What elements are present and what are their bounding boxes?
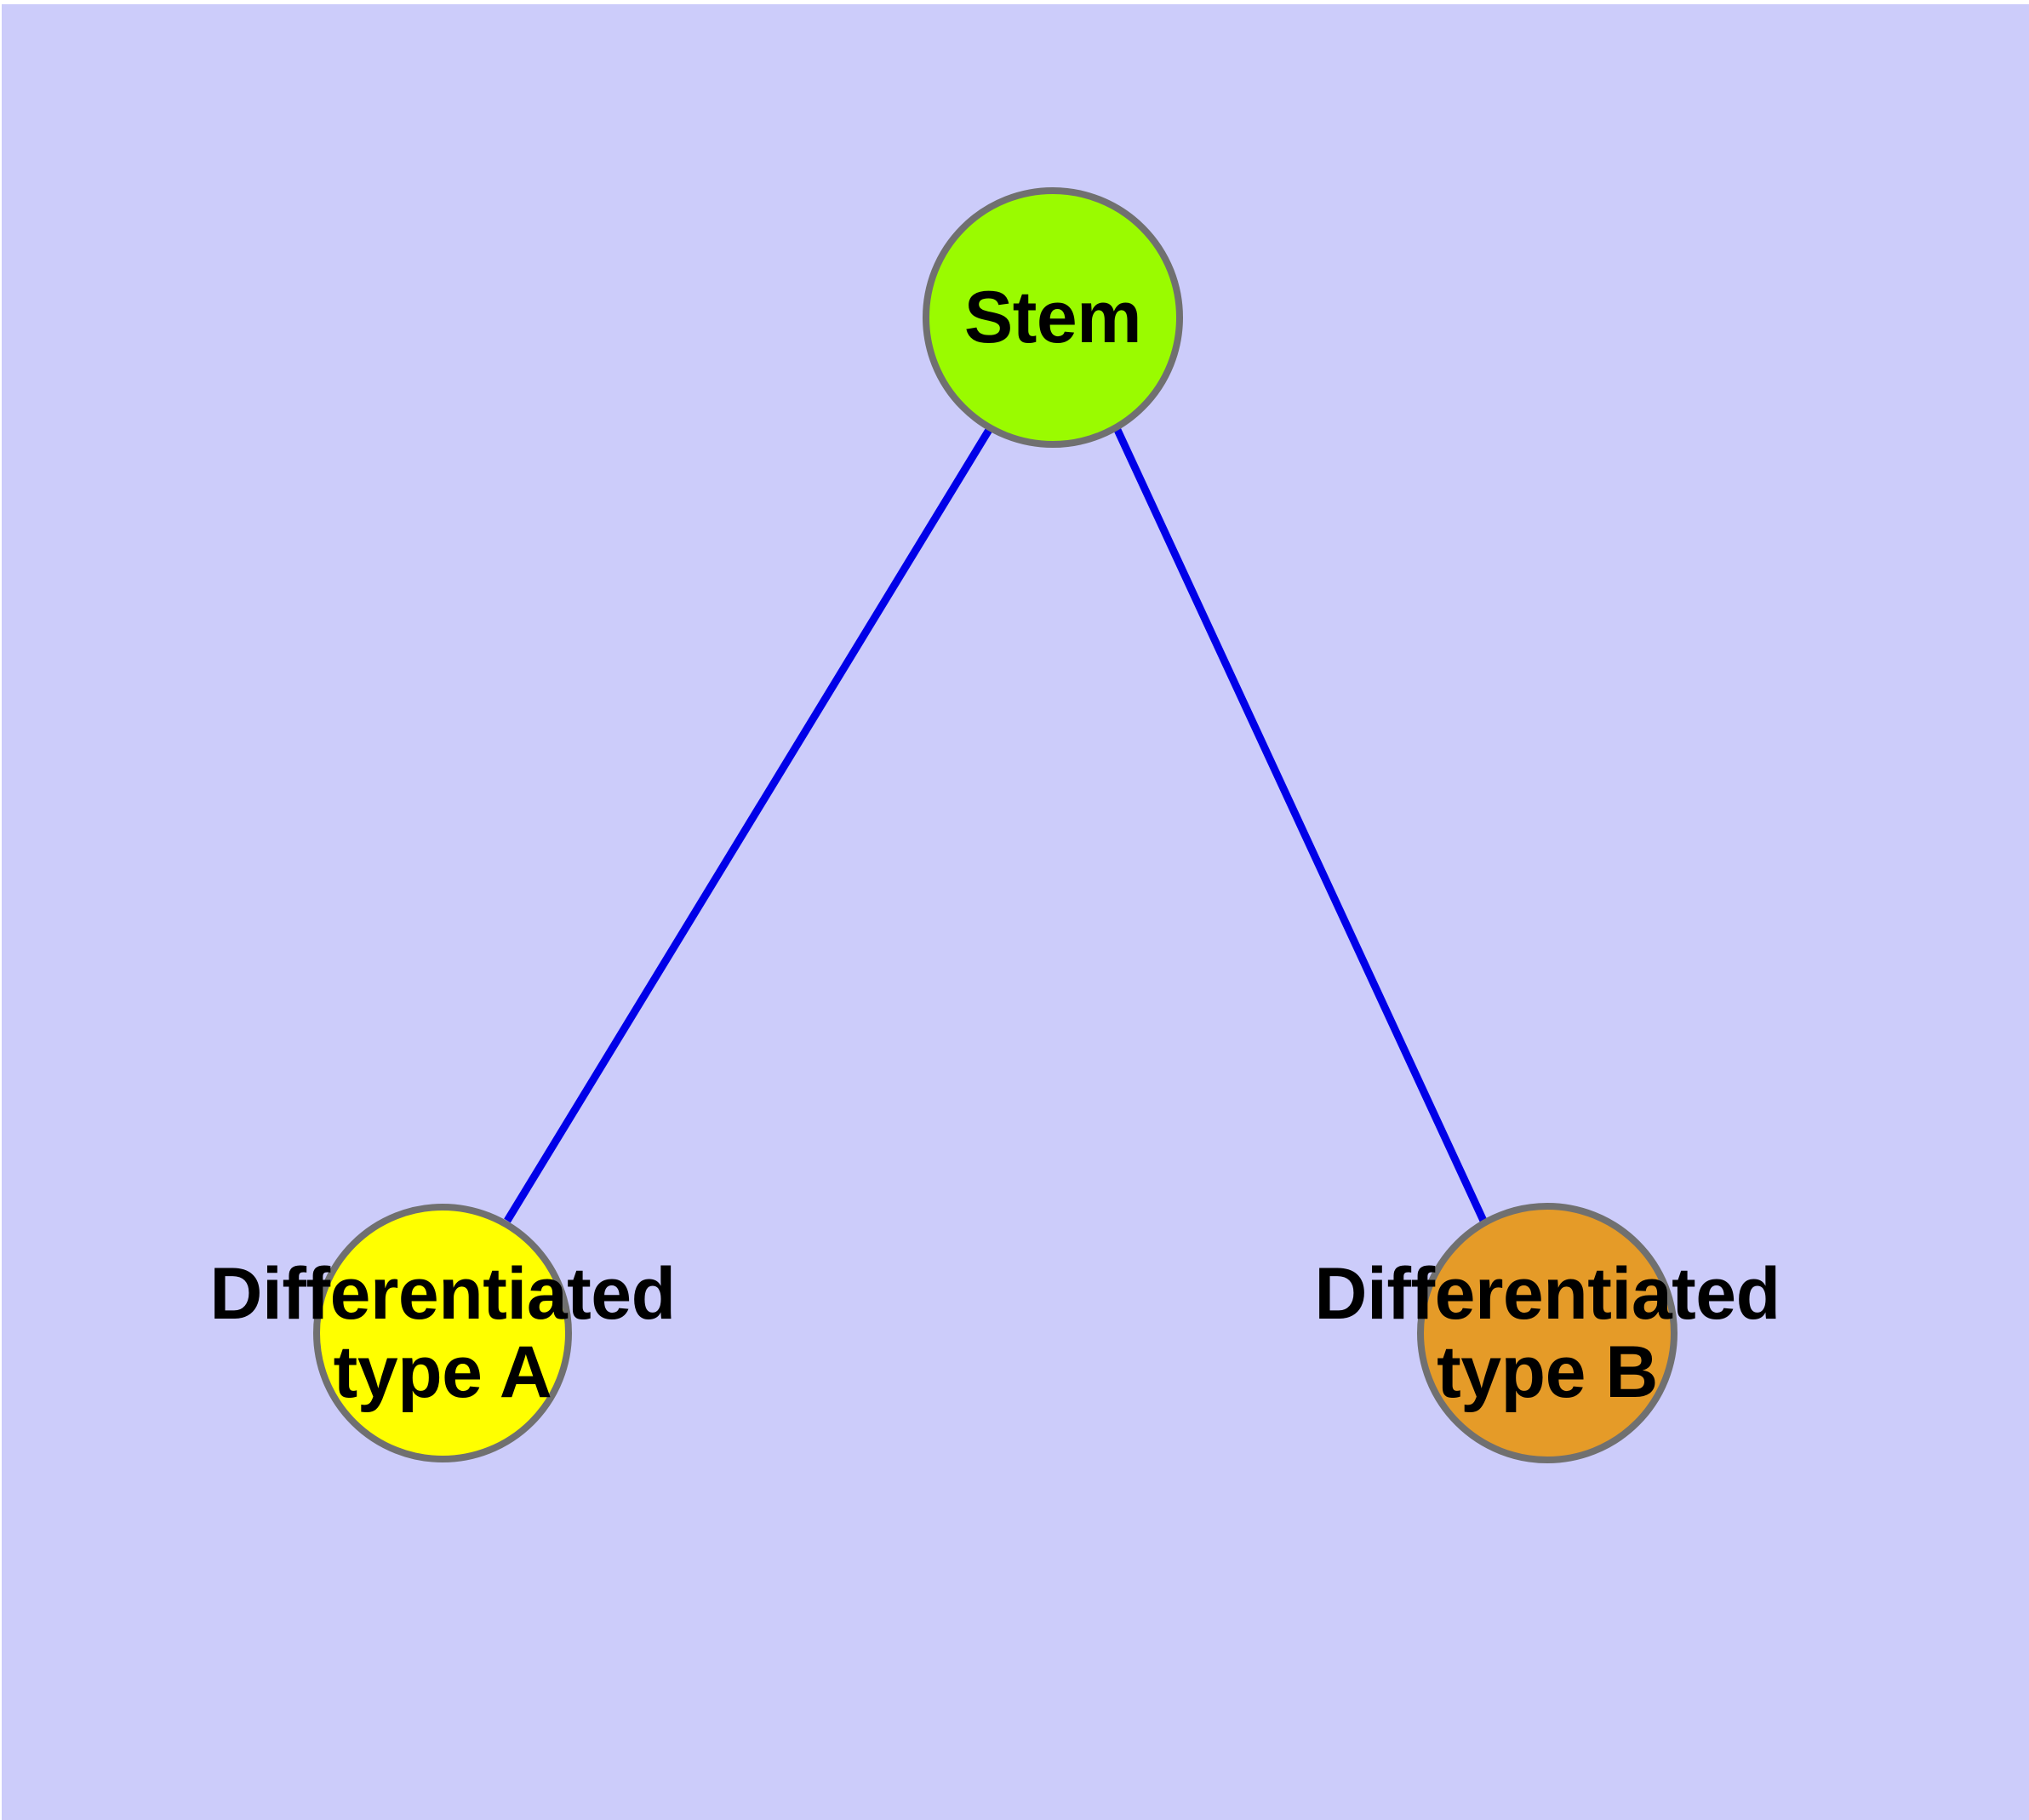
edge-layer	[504, 427, 1488, 1223]
edge-stem-to-differentiated-b	[1113, 428, 1488, 1222]
node-stem[interactable]	[923, 187, 1183, 448]
node-differentiated-type-a[interactable]	[313, 1204, 572, 1462]
diagram-plot-area: Stem Differentiated type A Differentiate…	[2, 4, 2029, 1820]
graph-svg	[313, 187, 1677, 1463]
node-layer	[313, 187, 1677, 1463]
node-differentiated-type-b[interactable]	[1417, 1203, 1677, 1463]
edge-stem-to-differentiated-a	[504, 427, 992, 1223]
